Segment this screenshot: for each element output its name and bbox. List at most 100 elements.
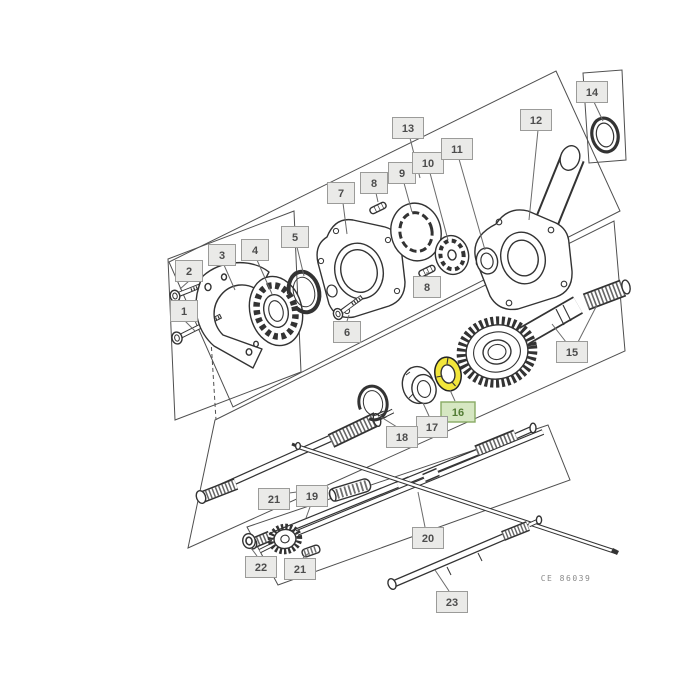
- part-label-14[interactable]: 14: [576, 81, 608, 103]
- part-label-text-13: 13: [402, 123, 414, 135]
- part-label-text-2: 2: [186, 266, 192, 278]
- part-21-roll-pin-lower: [301, 544, 321, 558]
- part-6-hex-bolt: [332, 294, 364, 321]
- part-label-5[interactable]: 5: [281, 226, 309, 248]
- part-label-text-23: 23: [446, 597, 458, 609]
- leader-line-9: [403, 182, 413, 213]
- part-16-highlighted-washer[interactable]: [432, 355, 465, 394]
- part-label-text-18: 18: [396, 432, 408, 444]
- part-10-gerotor-rotor: [434, 234, 470, 276]
- part-8-dowel-pin-upper: [369, 201, 387, 215]
- leader-line-15: [551, 323, 567, 343]
- lower-gear-shaft: [258, 429, 545, 555]
- part-15-drive-gear-shaft: [456, 279, 631, 388]
- part-label-11[interactable]: 11: [441, 138, 473, 160]
- part-12-bearing-housing: [474, 145, 585, 311]
- part-label-text-21a: 21: [268, 494, 280, 506]
- part-label-15[interactable]: 15: [556, 341, 588, 363]
- leader-line-2: [179, 280, 190, 290]
- part-label-17[interactable]: 17: [416, 416, 448, 438]
- part-label-text-15: 15: [566, 347, 578, 359]
- part-label-6[interactable]: 6: [333, 321, 361, 343]
- part-label-21b[interactable]: 21: [284, 558, 316, 580]
- part-label-text-11: 11: [451, 144, 463, 156]
- part-label-text-10: 10: [422, 158, 434, 170]
- leader-line-1: [184, 320, 196, 332]
- part-label-text-19: 19: [306, 491, 318, 503]
- part-7-pump-cover: [316, 218, 406, 319]
- part-label-22[interactable]: 22: [245, 556, 277, 578]
- part-21-roll-pin-upper: [328, 478, 372, 502]
- leader-line-11: [458, 158, 486, 251]
- part-label-text-9: 9: [399, 168, 405, 180]
- part-label-text-17: 17: [426, 422, 438, 434]
- part-label-1[interactable]: 1: [170, 300, 198, 322]
- part-label-text-20: 20: [422, 533, 434, 545]
- part-label-23[interactable]: 23: [436, 591, 468, 613]
- part-8-dowel-pin-lower: [418, 264, 436, 278]
- part-label-text-21b: 21: [294, 564, 306, 576]
- drawing-code-text: CE 86039: [541, 574, 592, 583]
- assembly-projection-line: [210, 339, 217, 421]
- leader-line-23: [434, 569, 450, 592]
- part-22-washer: [242, 532, 256, 550]
- part-label-7[interactable]: 7: [327, 182, 355, 204]
- part-label-21a[interactable]: 21: [258, 488, 290, 510]
- part-17-roller-bearing: [401, 365, 437, 405]
- part-label-12[interactable]: 12: [520, 109, 552, 131]
- part-label-8a[interactable]: 8: [360, 172, 388, 194]
- part-14-o-ring: [590, 116, 620, 154]
- leader-line-18: [380, 416, 398, 428]
- part-label-text-22: 22: [255, 562, 267, 574]
- assembly-group-outlines: [167, 69, 627, 586]
- leader-line-22: [250, 547, 258, 557]
- part-18-retaining-ring: [357, 384, 389, 422]
- leader-line-19: [305, 506, 311, 519]
- part-label-text-12: 12: [530, 115, 542, 127]
- part-20-drive-shaft: [291, 441, 619, 555]
- leader-line-17: [422, 402, 430, 417]
- upper-shaft-group-outline: [187, 220, 626, 549]
- part-label-2[interactable]: 2: [175, 260, 203, 282]
- leader-line-4: [256, 259, 273, 295]
- leader-line-16: [449, 389, 456, 402]
- part-label-8b[interactable]: 8: [413, 276, 441, 298]
- leader-line-15: [577, 304, 598, 343]
- part-23-output-shaft: [387, 515, 543, 590]
- leader-line-7: [342, 202, 348, 235]
- part-5-snap-ring: [286, 269, 322, 315]
- part-label-13[interactable]: 13: [392, 117, 424, 139]
- leader-line-6: [346, 314, 350, 322]
- part-11-bearing-race: [475, 247, 499, 275]
- part-label-text-14: 14: [586, 87, 599, 99]
- part-label-text-3: 3: [219, 250, 225, 262]
- seal-group-outline: [582, 69, 627, 164]
- part-label-text-5: 5: [292, 232, 298, 244]
- part-label-19[interactable]: 19: [296, 485, 328, 507]
- part-label-20[interactable]: 20: [412, 527, 444, 549]
- part-label-text-1: 1: [181, 306, 187, 318]
- part-label-text-4: 4: [252, 245, 259, 257]
- part-label-16[interactable]: 16: [440, 401, 476, 423]
- part-label-text-8a: 8: [371, 178, 377, 190]
- part-label-9[interactable]: 9: [388, 162, 416, 184]
- part-label-18[interactable]: 18: [386, 426, 418, 448]
- part-4-ball-bearing: [248, 275, 304, 347]
- upper-splined-shaft: [195, 408, 395, 504]
- leader-line-8a: [375, 192, 379, 203]
- part-label-10[interactable]: 10: [412, 152, 444, 174]
- leader-line-12: [528, 129, 539, 221]
- leader-line-20: [417, 491, 426, 528]
- leader-line-3: [223, 264, 236, 291]
- part-3-fork-plate: [195, 261, 270, 369]
- part-label-text-16: 16: [452, 407, 464, 419]
- part-label-text-7: 7: [338, 188, 344, 200]
- leader-line-21b: [302, 552, 310, 559]
- part-label-text-6: 6: [344, 327, 350, 339]
- leader-line-14: [593, 101, 604, 122]
- part-label-3[interactable]: 3: [208, 244, 236, 266]
- part-label-4[interactable]: 4: [241, 239, 269, 261]
